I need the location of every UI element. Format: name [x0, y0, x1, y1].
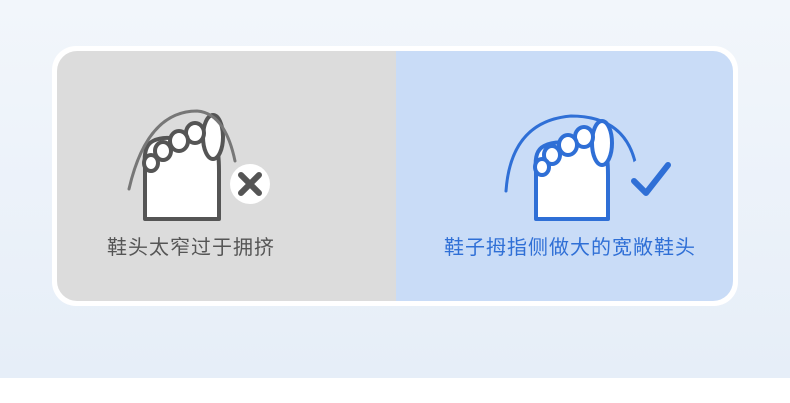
foot-icon — [142, 113, 225, 221]
check-icon — [626, 157, 671, 201]
narrow-toe-panel: 鞋头太窄过于拥挤 — [57, 51, 396, 301]
shoe-outline — [504, 114, 638, 193]
cross-icon — [230, 164, 270, 204]
foot-icon — [533, 119, 614, 221]
shoe-outline — [127, 109, 237, 191]
wide-toe-panel: 鞋子拇指侧做大的宽敞鞋头 — [396, 51, 733, 301]
comparison-card: 鞋头太窄过于拥挤 鞋子拇指侧做大的宽敞鞋头 — [52, 46, 738, 306]
wide-toe-illustration — [504, 114, 671, 221]
narrow-toe-caption: 鞋头太窄过于拥挤 — [107, 235, 275, 259]
wide-toe-caption: 鞋子拇指侧做大的宽敞鞋头 — [444, 235, 696, 259]
narrow-toe-illustration — [127, 109, 270, 221]
